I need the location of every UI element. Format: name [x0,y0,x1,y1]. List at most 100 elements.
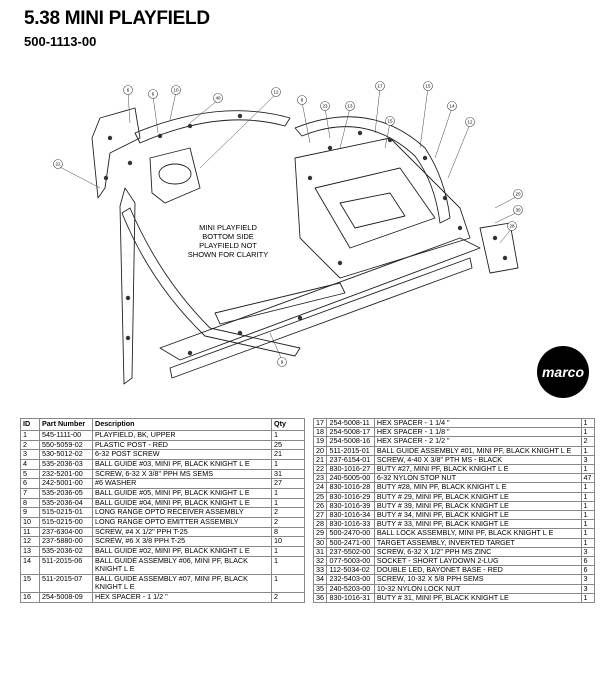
diagram-note-line: SHOWN FOR CLARITY [188,250,268,259]
cell-description: BALL GUIDE #03, MINI PF, BLACK KNIGHT L … [92,459,272,470]
cell-qty: 1 [580,528,596,539]
left-upper-wire-guide [134,110,291,144]
diagram-note-line: MINI PLAYFIELD [199,223,257,232]
page-title: 5.38 MINI PLAYFIELD [24,8,210,29]
assembly-part-number: 500-1113-00 [24,34,97,49]
cell-description: BUTY #28, MIN PF, BLACK KNIGHT L E [373,482,582,493]
cell-id: 15 [20,574,40,594]
cell-id: 35 [312,583,328,594]
callout-label: 9 [281,360,284,365]
callout-label: 12 [273,90,279,95]
cell-qty: 1 [580,537,596,548]
cell-id: 16 [20,592,40,604]
cell-qty: 47 [580,473,596,484]
cell-part-number: 830-1016-29 [326,491,375,502]
cell-part-number: 545-1111-00 [39,430,93,441]
cell-qty: 1 [271,574,305,594]
callout-label: 6 [127,88,130,93]
cell-part-number: 254-5008-09 [39,592,93,604]
cell-part-number: 511-2015-01 [326,445,375,456]
cell-qty: 1 [580,482,596,493]
cell-id: 29 [312,528,328,539]
cell-description: TARGET ASSEMBLY, INVERTED TARGET [373,537,582,548]
callout-label: 6 [152,92,155,97]
mini-playfield-exploded-diagram: 6 6 10 40 12 22 8 13 17 15 14 12 20 30 2… [53,81,523,385]
cell-id: 7 [20,488,40,499]
lower-cross-bracket [214,282,346,325]
cell-description: BUTY # 31, MINI PF, BLACK KNIGHT LE [373,592,582,604]
cell-qty: 1 [271,555,305,576]
cell-id: 24 [312,482,328,493]
cell-part-number: 232-5403-00 [326,574,375,585]
cell-part-number: 254-5008-16 [326,436,375,447]
cell-part-number: 515-0215-00 [39,517,93,528]
cell-description: BALL GUIDE #02, MINI PF, BLACK KNIGHT L … [92,546,272,557]
callout-label: 22 [55,162,61,167]
cell-id: 4 [20,459,40,470]
cell-description: BALL GUIDE ASSEMBLY #07, MINI PF, BLACK … [92,574,272,594]
callout-label: 13 [347,104,353,109]
callout-label: 17 [377,84,383,89]
cell-qty: 2 [580,436,596,447]
callout-label: 12 [467,120,473,125]
cell-part-number: 830-1016-31 [326,592,375,604]
left-ball-guide [91,107,141,199]
callout-label: 10 [173,88,179,93]
cell-description: HEX SPACER - 1 1/2 " [92,592,272,604]
cell-qty: 1 [271,430,305,441]
cell-id: 30 [312,537,328,548]
cell-qty: 2 [271,592,305,604]
cell-description: BALL GUIDE #05, MINI PF, BLACK KNIGHT L … [92,488,272,499]
cell-description: HEX SPACER - 2 1/2 " [373,436,582,447]
callout-label: 15 [425,84,431,89]
cell-part-number: 500-2470-00 [326,528,375,539]
callout-label: 14 [449,104,455,109]
cell-id: 14 [20,555,40,576]
cell-qty: 1 [580,491,596,502]
cell-id: 10 [20,517,40,528]
cell-part-number: 535-2036-03 [39,459,93,470]
cell-part-number: 535-2036-02 [39,546,93,557]
ball-lock-housing [294,137,471,279]
cell-qty: 3 [580,574,596,585]
cell-qty: 1 [580,592,596,604]
col-header-description: Description [92,418,272,431]
callout-label: 20 [515,192,521,197]
col-header-part-number: Part Number [39,418,93,431]
cell-part-number: 535-2036-05 [39,488,93,499]
cell-description: PLAYFIELD, BK, UPPER [92,430,272,441]
marco-logo: marco [537,346,589,398]
logo-text: marco [542,364,584,380]
cell-description: BALL GUIDE ASSEMBLY #01, MINI PF, BLACK … [373,445,582,456]
cell-id: 19 [312,436,328,447]
col-header-qty: Qty [271,418,305,431]
cell-description: BALL GUIDE ASSEMBLY #06, MINI PF, BLACK … [92,555,272,576]
diagram-note-line: BOTTOM SIDE [202,232,254,241]
cell-qty: 2 [271,517,305,528]
long-ramp-rail [159,237,481,361]
right-end-plate [479,222,519,274]
cell-description: 10-32 NYLON LOCK NUT [373,583,582,594]
cell-description: BALL LOCK ASSEMBLY, MINI PF, BLACK KNIGH… [373,528,582,539]
cell-qty: 1 [271,488,305,499]
cell-id: 25 [312,491,328,502]
